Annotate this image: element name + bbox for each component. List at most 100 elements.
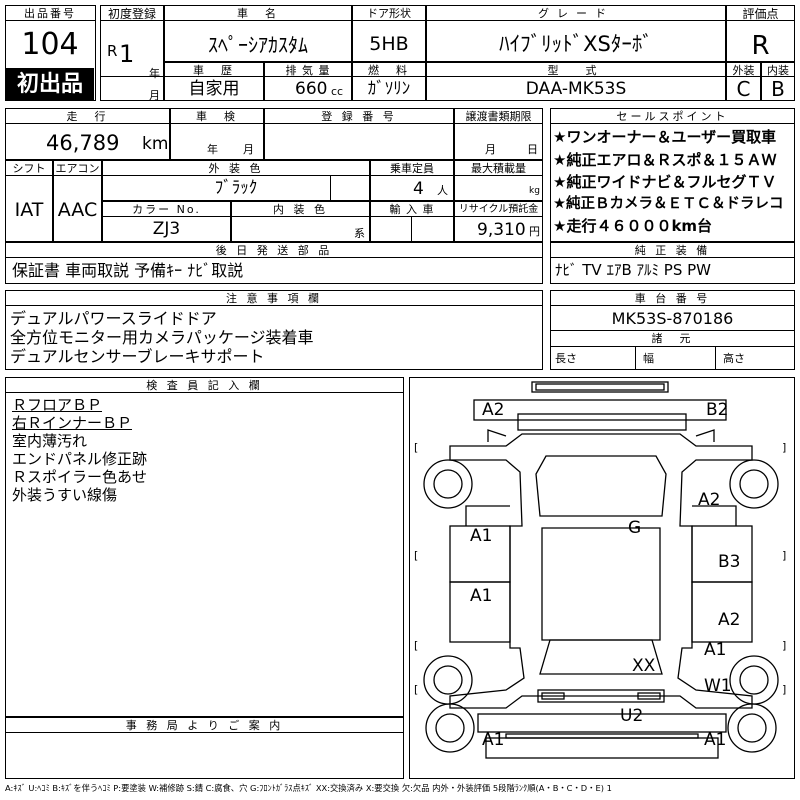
sales-points-box: セールスポイント ★ワンオーナー＆ユーザー買取車 ★純正エアロ＆Ｒスポ＆１５ＡＷ…	[550, 108, 795, 242]
score: R	[751, 31, 770, 61]
displacement-box: 排 気 量 660 cc	[264, 62, 352, 101]
damage-mark: A2	[718, 610, 741, 630]
recycle: 9,310	[477, 220, 526, 240]
chassis-number: MK53S-870186	[611, 309, 734, 328]
door-box: ドア形状 5HB	[352, 5, 426, 62]
damage-diagram: A2 B2 A2 G A1 B3 A1 A2 A1 XX W1 U2 A1 A1…	[409, 377, 795, 779]
inspector-line: エンドパネル修正跡	[12, 450, 148, 468]
sales-points-label: セールスポイント	[616, 110, 729, 123]
lot-number-box: 出品番号 104 初出品	[5, 5, 96, 101]
standard-equipment-box: 純 正 装 備 ﾅﾋﾞ TV ｴｱB ｱﾙﾐ PS PW	[550, 242, 795, 284]
int-grade-label: 内装	[767, 64, 789, 77]
color-no: ZJ3	[152, 219, 181, 239]
recycle-box: リサイクル預託金 9,310 円	[454, 201, 543, 242]
transfer-deadline-label: 譲渡書類期限	[465, 110, 532, 123]
import-label: 輸 入 車	[389, 203, 435, 216]
damage-mark: A1	[704, 730, 727, 750]
model: DAA-MK53S	[525, 79, 627, 99]
history-box: 車 歴 自家用	[164, 62, 264, 101]
displacement-unit: cc	[331, 85, 344, 98]
door-label: ドア形状	[367, 7, 411, 20]
height-label: 高さ	[723, 352, 745, 365]
color-no-box: カラー No. ZJ3	[102, 201, 231, 242]
bracket-mark: ]	[782, 441, 787, 454]
fuel-box: 燃 料 ｶﾞｿﾘﾝ	[352, 62, 426, 101]
history-label: 車 歴	[193, 64, 235, 77]
fuel-label: 燃 料	[368, 64, 410, 77]
int-grade-box: 内装 B	[761, 62, 795, 101]
inspector-box: 検 査 員 記 入 欄 ＲフロアＢＰ 右ＲインナーＢＰ 室内薄汚れ エンドパネル…	[5, 377, 404, 717]
later-parts-label: 後 日 発 送 部 品	[215, 244, 333, 257]
notes-box: 注 意 事 項 欄 デュアルパワースライドドア 全方位モニター用カメラパッケージ…	[5, 290, 543, 370]
damage-mark: A1	[470, 586, 493, 606]
ext-color: ﾌﾞﾗｯｸ	[214, 178, 258, 198]
ac-box: エアコン AAC	[53, 160, 102, 242]
inspector-line: ＲフロアＢＰ	[12, 396, 103, 414]
damage-mark: A2	[698, 490, 721, 510]
sales-point-item: ★純正Ｂカメラ＆ＥＴＣ＆ドラレコ	[553, 196, 784, 212]
int-color-unit: 系	[354, 227, 365, 240]
damage-mark: A1	[704, 640, 727, 660]
capacity: 4	[413, 179, 424, 199]
damage-mark: G	[628, 518, 642, 538]
year-unit: 年	[149, 67, 160, 80]
displacement: 660	[295, 79, 328, 99]
inspector-label: 検 査 員 記 入 欄	[146, 379, 263, 392]
registration-no-label: 登 録 番 号	[321, 110, 397, 123]
grade: ﾊｲﾌﾞﾘｯﾄﾞXSﾀｰﾎﾞ	[499, 32, 653, 56]
int-grade: B	[771, 77, 785, 101]
notes-label: 注 意 事 項 欄	[226, 292, 322, 305]
max-load-box: 最大積載量 kg	[454, 160, 543, 201]
mileage: 46,789	[46, 131, 120, 155]
max-load-unit: kg	[529, 186, 540, 196]
capacity-box: 乗車定員 4 人	[370, 160, 454, 201]
car-name-box: 車 名 ｽﾍﾟｰｼｱｶｽﾀﾑ	[164, 5, 352, 62]
month-unit: 月	[149, 89, 160, 102]
damage-mark: A1	[470, 526, 493, 546]
damage-mark: U2	[620, 706, 644, 726]
legend: A:ｷｽﾞ U:ﾍｺﾐ B:ｷｽﾞを伴うﾍｺﾐ P:要塗装 W:補修跡 S:錆 …	[5, 783, 612, 793]
score-box: 評価点 R	[726, 5, 795, 62]
inspector-line: 外装うすい線傷	[12, 486, 118, 504]
inspection-label: 車 検	[196, 110, 238, 123]
first-listing-badge	[6, 68, 94, 100]
shift-label: シフト	[12, 162, 46, 175]
int-color-box: 内 装 色 系	[231, 201, 370, 242]
inspector-line: 室内薄汚れ	[12, 432, 88, 450]
standard-equipment-label: 純 正 装 備	[634, 244, 711, 257]
transfer-month-unit: 月	[485, 143, 496, 156]
transfer-deadline-box: 譲渡書類期限 月 日	[454, 108, 543, 160]
door-type: 5HB	[369, 33, 409, 55]
grade-label: グレード	[538, 7, 614, 20]
lot-number-label: 出品番号	[24, 7, 76, 20]
mileage-label: 走 行	[66, 110, 109, 123]
score-label: 評価点	[742, 7, 779, 21]
chassis-box: 車 台 番 号 MK53S-870186 諸 元 長さ 幅 高さ	[550, 290, 795, 370]
shift-box: シフト IAT	[5, 160, 53, 242]
office-label: 事 務 局 よ り ご 案 内	[125, 719, 284, 732]
bracket-mark: ]	[782, 549, 787, 562]
ac: AAC	[57, 199, 98, 221]
later-parts: 保証書 車両取説 予備ｷｰ ﾅﾋﾞ取説	[12, 261, 244, 280]
mileage-unit: km	[142, 134, 169, 154]
max-load-label: 最大積載量	[471, 162, 526, 175]
recycle-unit: 円	[529, 225, 540, 238]
damage-mark: XX	[632, 656, 656, 676]
model-box: 型 式 DAA-MK53S	[426, 62, 726, 101]
car-diagram-svg	[423, 381, 779, 759]
lot-number: 104	[21, 27, 79, 62]
import-box: 輸 入 車	[370, 201, 454, 242]
inspector-line: 右ＲインナーＢＰ	[12, 414, 133, 432]
grade-box: グレード ﾊｲﾌﾞﾘｯﾄﾞXSﾀｰﾎﾞ	[426, 5, 726, 62]
color-no-label: カラー No.	[132, 203, 201, 216]
bracket-mark: [	[414, 683, 419, 696]
first-listing-label: 初出品	[16, 72, 83, 97]
ext-color-label: 外 装 色	[208, 162, 264, 175]
capacity-unit: 人	[437, 184, 448, 197]
shift: IAT	[14, 199, 44, 221]
capacity-label: 乗車定員	[390, 162, 434, 175]
damage-mark: W1	[704, 676, 732, 696]
inspection-year-unit: 年	[207, 143, 218, 156]
sales-point-item: ★純正エアロ＆Ｒスポ＆１５ＡＷ	[553, 151, 777, 169]
registration-no-box: 登 録 番 号	[264, 108, 454, 160]
